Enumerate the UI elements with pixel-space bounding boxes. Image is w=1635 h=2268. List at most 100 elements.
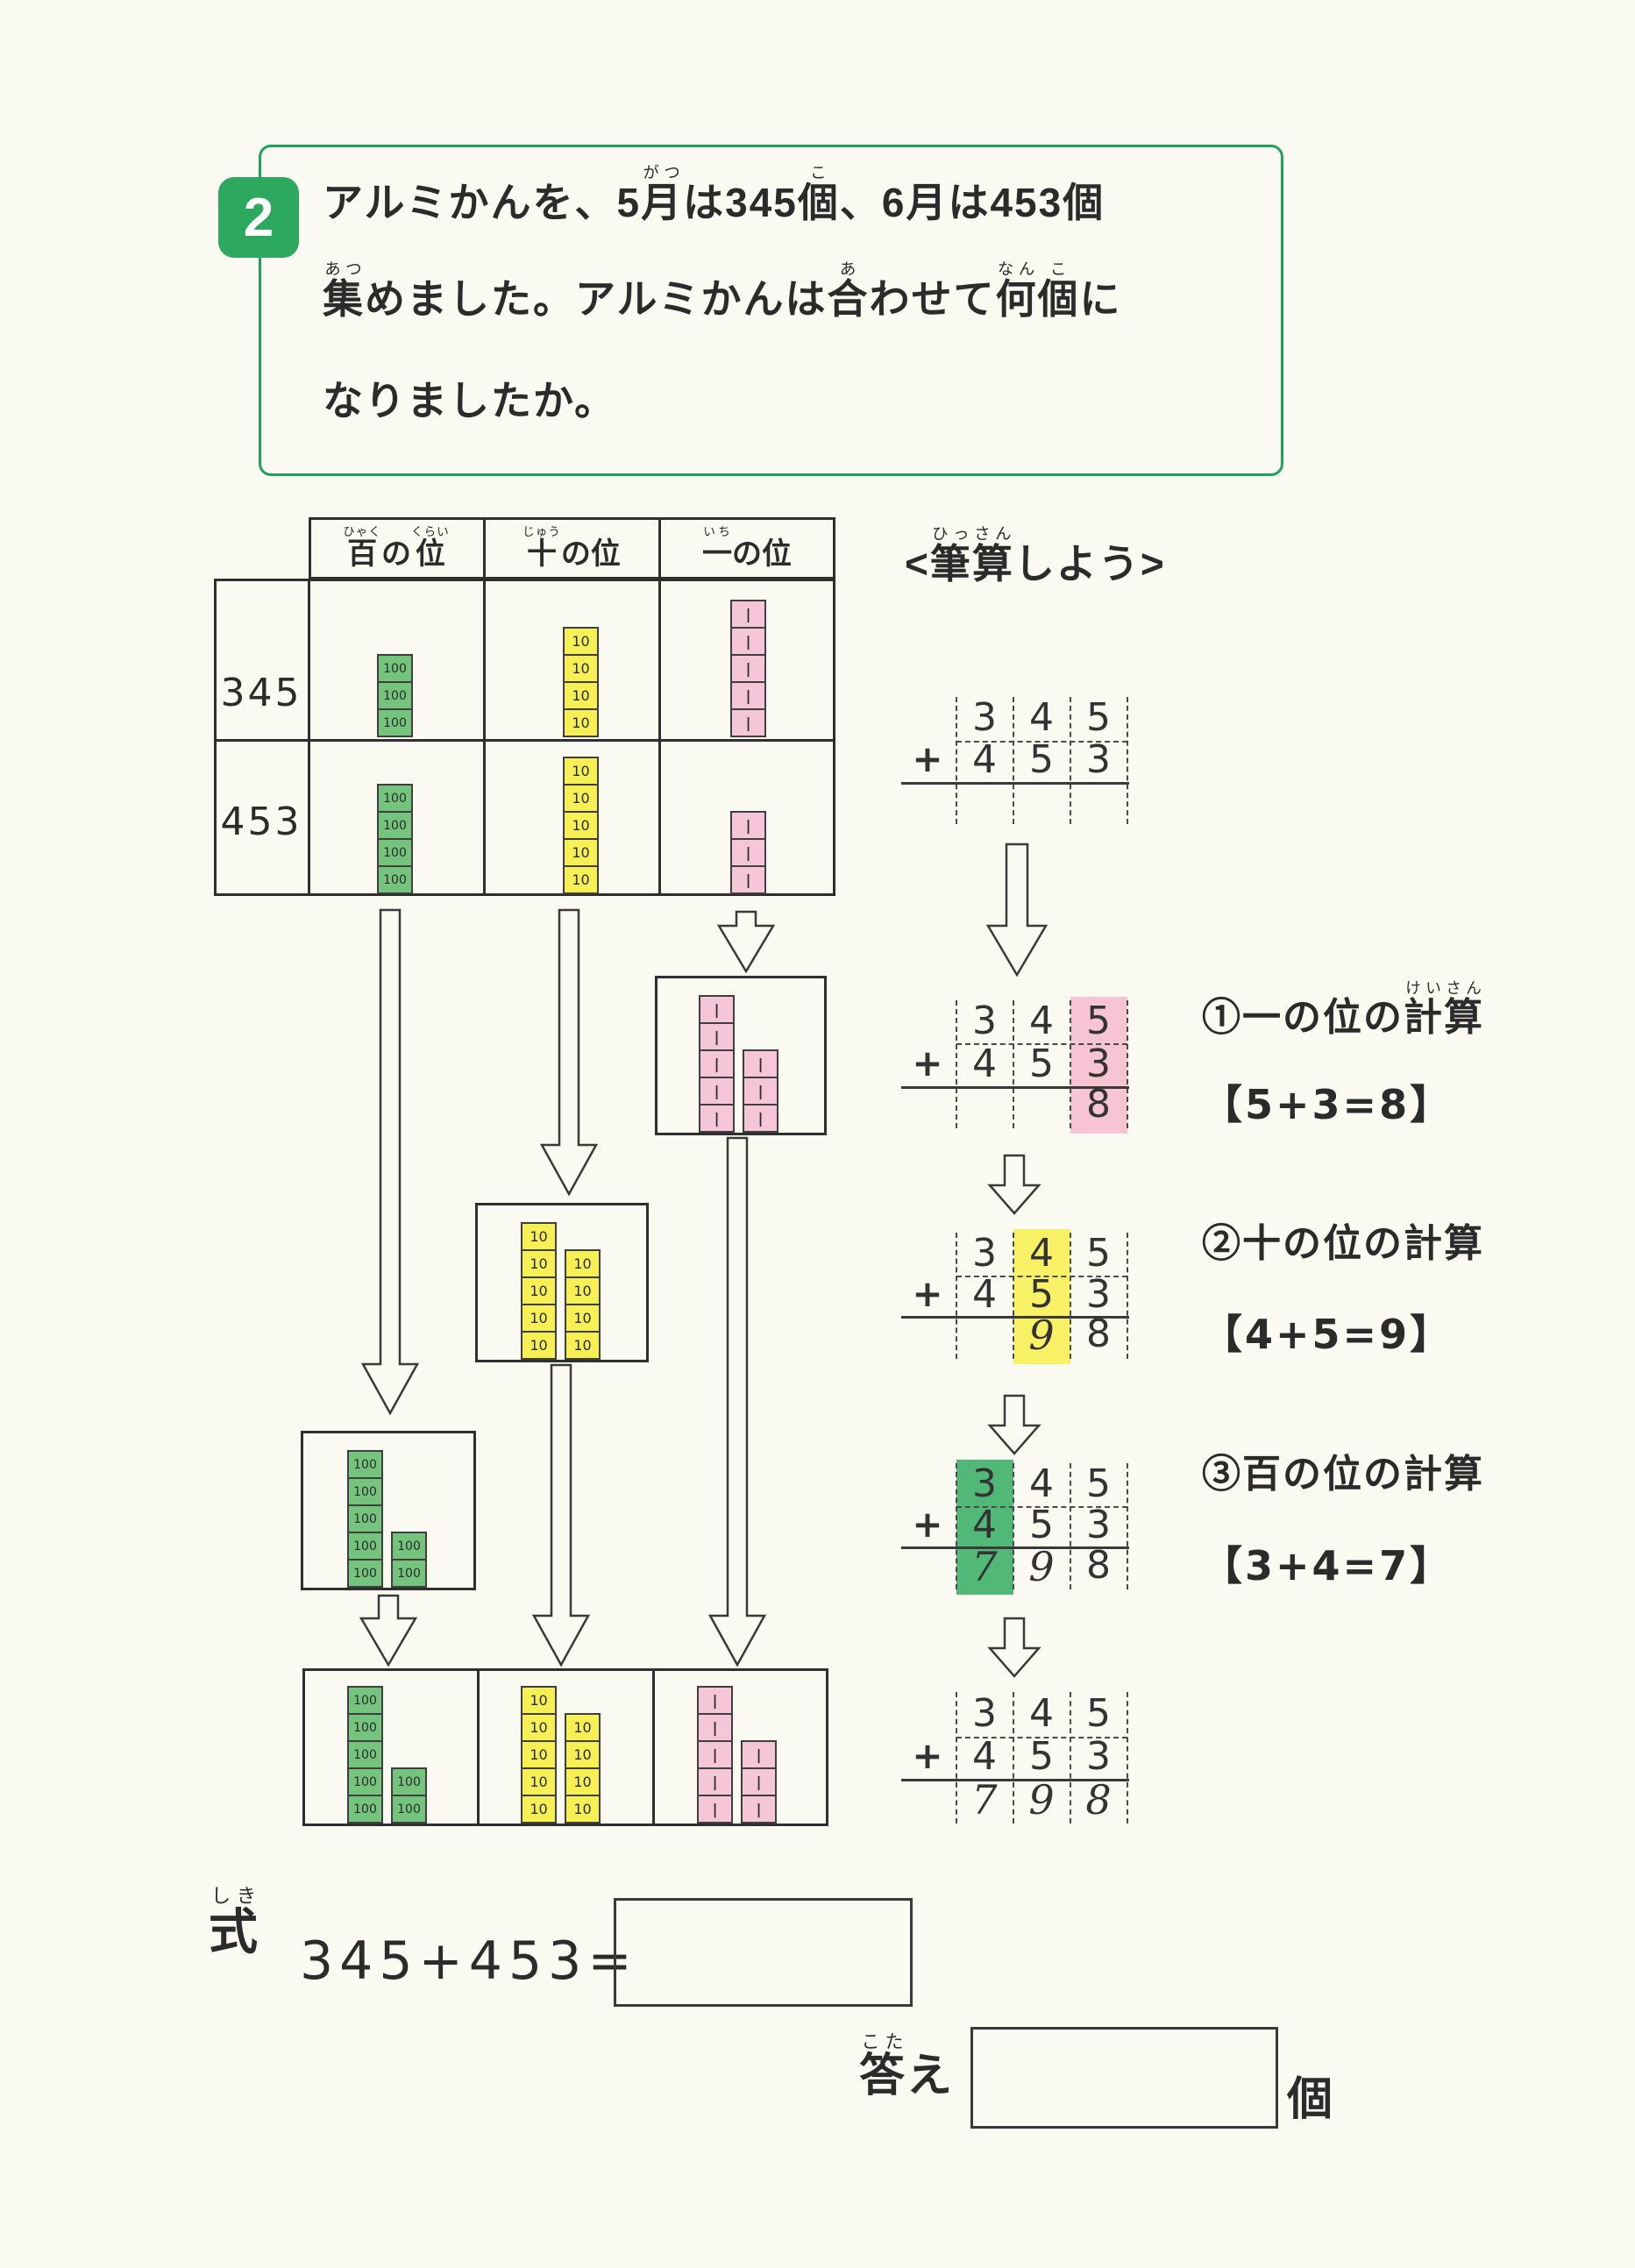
block-100: 100 [377, 654, 413, 683]
grid-digit: 4 [972, 1734, 997, 1779]
place-value-table-header [309, 517, 835, 579]
block-10: 10 [565, 1249, 601, 1278]
grid-sum-digit: 8 [1086, 1312, 1111, 1356]
grid-sum-digit: 8 [1085, 1776, 1112, 1824]
block-100: 100 [377, 838, 413, 867]
problem-box [259, 145, 1283, 476]
grid-digit: 4 [1029, 999, 1054, 1043]
grid-digit: 4 [1029, 1691, 1054, 1736]
down-arrow [716, 910, 776, 973]
block-10: 10 [521, 1795, 557, 1824]
grid-sum-digit: 7 [971, 1776, 998, 1824]
block-10: 10 [563, 654, 599, 683]
block-10: 10 [521, 1222, 557, 1251]
block-1: | [730, 681, 766, 710]
down-arrow [707, 1136, 767, 1667]
grid-digit: 3 [972, 1691, 997, 1736]
block-100: 100 [347, 1532, 383, 1561]
block-1: | [730, 708, 766, 737]
grid-highlight-ones [1070, 997, 1127, 1134]
grid-digit: 5 [1086, 1461, 1111, 1506]
grid-column-line [956, 1000, 957, 1128]
block-10: 10 [565, 1331, 601, 1360]
block-100: 100 [391, 1559, 427, 1588]
block-100: 100 [347, 1450, 383, 1479]
step-formula-2: 【4+5=9】 [1202, 1311, 1454, 1358]
grid-sum-line [901, 1546, 1129, 1549]
block-100: 100 [377, 811, 413, 840]
table-divider [308, 579, 310, 896]
block-1: | [697, 1713, 733, 1742]
block-100: 100 [391, 1767, 427, 1796]
grid-column-line [956, 697, 957, 824]
grid-column-line [1013, 1233, 1014, 1359]
down-arrow [987, 1394, 1041, 1455]
grid-digit: 3 [1086, 1042, 1111, 1086]
problem-text-line-2: 集あつめました。アルミかんは合あわせて何なん個こに [323, 260, 1122, 322]
step-formula-1: 【5+3=8】 [1202, 1081, 1454, 1128]
grid-column-line [956, 1692, 957, 1824]
grid-digit: 5 [1029, 1272, 1054, 1317]
place-value-table-body [214, 579, 835, 896]
block-1: | [699, 995, 735, 1024]
grid-sum-digit: 8 [1086, 1543, 1111, 1588]
equation-answer-box[interactable] [614, 1898, 913, 2007]
header-cell-ones: 一いちの位 [702, 525, 792, 571]
down-arrow [531, 1363, 591, 1667]
grid-digit: 5 [1086, 695, 1111, 740]
down-arrow [985, 843, 1049, 977]
grid-column-line [1070, 1233, 1071, 1359]
grid-column-line [1127, 697, 1128, 824]
row-label-453: 453 [220, 800, 302, 844]
block-1: | [699, 1104, 735, 1133]
block-100: 100 [347, 1686, 383, 1715]
hissan-heading: <筆算ひっさんしよう> [905, 524, 1166, 592]
block-10: 10 [563, 681, 599, 710]
header-divider [658, 517, 661, 579]
grid-sum-digit: 9 [1028, 1543, 1055, 1590]
block-100: 100 [377, 708, 413, 737]
grid-column-line [956, 1463, 957, 1589]
block-1: | [697, 1740, 733, 1769]
row-label-345: 345 [220, 671, 302, 715]
down-arrow [987, 1154, 1041, 1215]
grid-digit: 5 [1029, 737, 1054, 782]
down-arrow [539, 908, 599, 1196]
grid-column-line [1013, 1000, 1014, 1128]
step-label-2: ②十の位の計算 [1202, 1222, 1484, 1265]
block-10: 10 [521, 1276, 557, 1305]
kotae-label: 答こたえ [859, 2032, 955, 2101]
block-10: 10 [521, 1740, 557, 1769]
block-10: 10 [563, 865, 599, 894]
grid-row-divider [956, 1737, 1127, 1738]
block-10: 10 [565, 1795, 601, 1824]
block-1: | [743, 1049, 778, 1078]
grid-digit: 3 [1086, 1503, 1111, 1547]
grid-digit: 4 [972, 1042, 997, 1086]
grid-sum-line [901, 1779, 1129, 1781]
grid-column-line [1013, 1463, 1014, 1589]
header-divider [483, 517, 486, 579]
grid-sum-digit: 8 [1086, 1082, 1111, 1127]
result-row-divider [477, 1668, 480, 1826]
grid-column-line [1070, 1000, 1071, 1128]
answer-box[interactable] [970, 2027, 1278, 2129]
block-1: | [730, 865, 766, 894]
block-1: | [697, 1686, 733, 1715]
grid-column-line [1013, 697, 1014, 824]
grid-column-line [1070, 1463, 1071, 1589]
problem-number: 2 [243, 187, 274, 248]
block-10: 10 [565, 1304, 601, 1333]
grid-digit: 3 [1086, 1734, 1111, 1779]
grid-sum-digit: 7 [971, 1543, 998, 1590]
block-100: 100 [377, 681, 413, 710]
grid-column-line [1070, 697, 1071, 824]
block-1: | [730, 838, 766, 867]
grid-sum-line [901, 782, 1129, 785]
block-10: 10 [563, 627, 599, 656]
grid-digit: 5 [1086, 999, 1111, 1043]
problem-text-line-1: アルミかんを、5月がつは345個こ、6月は453個 [323, 163, 1105, 225]
table-row-divider [214, 739, 835, 742]
block-10: 10 [521, 1331, 557, 1360]
